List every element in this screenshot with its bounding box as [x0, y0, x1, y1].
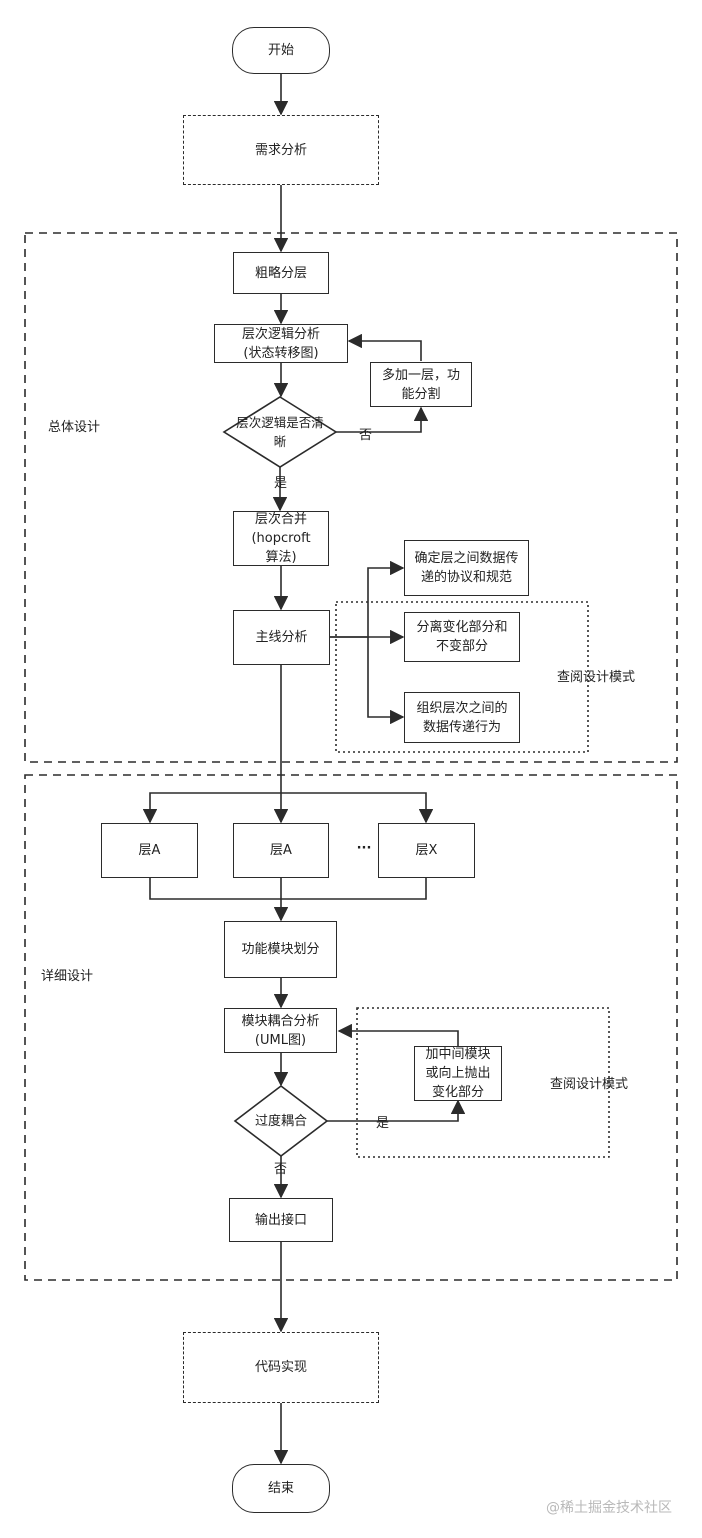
layer-a-center: 层A	[233, 823, 329, 878]
patterns-label-1: 查阅设计模式	[557, 670, 636, 685]
detailed-design-label: 详细设计	[41, 969, 94, 984]
organize-transfer: 组织层次之间的 数据传递行为	[404, 692, 520, 743]
patterns-frame-2	[356, 1007, 610, 1158]
layer-x: 层X	[378, 823, 475, 878]
detailed-design-frame	[24, 774, 678, 1281]
edge-addlayer-logic	[347, 333, 422, 361]
start-node: 开始	[232, 27, 330, 74]
layer-a-left: 层A	[101, 823, 198, 878]
edge-branch-right	[281, 792, 434, 824]
merge-layers: 层次合并 (hopcroft 算法)	[233, 511, 329, 566]
patterns-frame-1	[335, 601, 589, 753]
rough-layering: 粗略分层	[233, 252, 329, 294]
edge-label-yes-2: 是	[376, 1116, 390, 1131]
overall-design-frame	[24, 232, 678, 763]
logic-clear-decision: 层次逻辑是否清 晰	[236, 415, 324, 449]
excess-coupling-decision: 过度耦合	[254, 1113, 307, 1129]
edge-merge-left	[149, 878, 281, 900]
edge-label-yes-1: 是	[274, 476, 288, 491]
edge-label-no-1: 否	[359, 428, 373, 443]
patterns-label-2: 查阅设计模式	[550, 1077, 629, 1092]
layers-ellipsis: ···	[356, 840, 372, 856]
watermark: @稀土掘金技术社区	[546, 1500, 672, 1516]
coupling-analysis: 模块耦合分析 (UML图)	[224, 1008, 337, 1053]
edge-merge-right	[281, 878, 427, 900]
edge-diamond-yes-middle	[327, 1099, 466, 1122]
separate-variation: 分离变化部分和 不变部分	[404, 612, 520, 662]
code-implementation: 代码实现	[183, 1332, 379, 1403]
edge-diamond-no-addlayer	[336, 406, 429, 433]
layer-logic-analysis: 层次逻辑分析 (状态转移图)	[214, 324, 348, 363]
edge-branch-left	[142, 792, 281, 824]
add-layer: 多加一层，功 能分割	[370, 362, 472, 407]
edge-label-no-2: 否	[274, 1162, 288, 1177]
requirements-analysis: 需求分析	[183, 115, 379, 185]
overall-design-label: 总体设计	[48, 420, 101, 435]
define-protocol: 确定层之间数据传 递的协议和规范	[404, 540, 529, 596]
module-division: 功能模块划分	[224, 921, 337, 978]
edge-mainline-protocol	[330, 560, 405, 638]
output-interface: 输出接口	[229, 1198, 333, 1242]
edge-middle-coupling	[337, 1023, 459, 1046]
edge-mainline-organize	[367, 637, 405, 725]
mainline-analysis: 主线分析	[233, 610, 330, 665]
add-middle-module: 加中间模块 或向上抛出 变化部分	[414, 1046, 502, 1101]
end-node: 结束	[232, 1464, 330, 1513]
